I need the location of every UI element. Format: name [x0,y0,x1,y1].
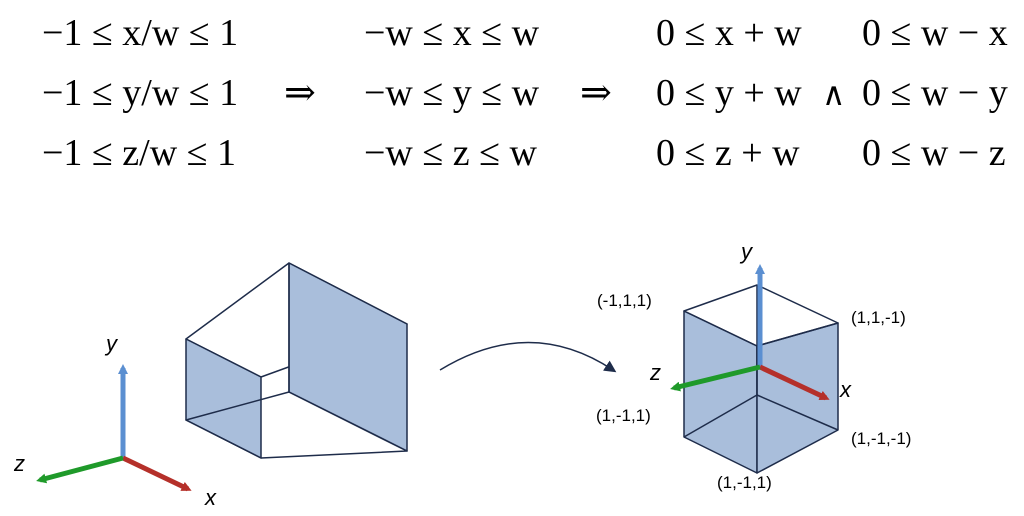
eq-col1-row3: −1 ≤ z/w ≤ 1 [42,132,237,174]
cube-label-bottom: (1,-1,1) [717,473,772,492]
eq-col1-row1: −1 ≤ x/w ≤ 1 [42,12,239,54]
cube-hidden-left [683,394,758,438]
ndc-cube [683,284,839,474]
frustum-left-face [185,338,262,459]
left-z-axis [36,455,124,484]
cube-label-top-right: (1,1,-1) [851,308,906,327]
right-y-label: y [739,239,754,264]
eq-col4-row3: 0 ≤ w − z [862,132,1006,174]
cube-left-face [683,310,758,474]
right-x-label: x [839,377,852,402]
eq-col2-row3: −w ≤ z ≤ w [364,132,537,174]
view-frustum [185,262,408,459]
cube-top-face [683,284,839,347]
eq-col3-row1: 0 ≤ x + w [656,12,802,54]
implies-arrow-2: ⇒ [580,72,612,114]
left-x-label: x [204,485,217,510]
cube-hidden-right [756,394,839,431]
eq-col3-row2: 0 ≤ y + w [656,72,802,114]
right-z-label: z [649,360,661,385]
eq-col4-row1: 0 ≤ w − x [862,12,1008,54]
left-axes: y x z [13,331,217,510]
eq-col4-row2: 0 ≤ w − y [862,72,1008,114]
eq-col1-row2: −1 ≤ y/w ≤ 1 [42,72,239,114]
left-y-label: y [104,331,119,356]
eq-col3-row3: 0 ≤ z + w [656,132,800,174]
left-z-label: z [13,451,25,476]
right-z-axis [670,364,761,392]
implies-arrow-1: ⇒ [284,72,316,114]
frustum-right-face [288,262,408,452]
cube-label-bottom-right: (1,-1,-1) [851,429,911,448]
frustum-bottom-face [185,391,408,459]
transform-arrow [439,341,617,373]
cube-label-mid-left: (1,-1,1) [596,406,651,425]
right-x-axis [758,364,830,401]
logical-and: ∧ [822,76,846,112]
eq-col2-row1: −w ≤ x ≤ w [364,12,540,54]
left-x-axis [121,455,192,492]
eq-col2-row2: −w ≤ y ≤ w [364,72,540,114]
cube-label-top-left: (-1,1,1) [597,291,652,310]
right-axes: y x z [649,239,852,402]
